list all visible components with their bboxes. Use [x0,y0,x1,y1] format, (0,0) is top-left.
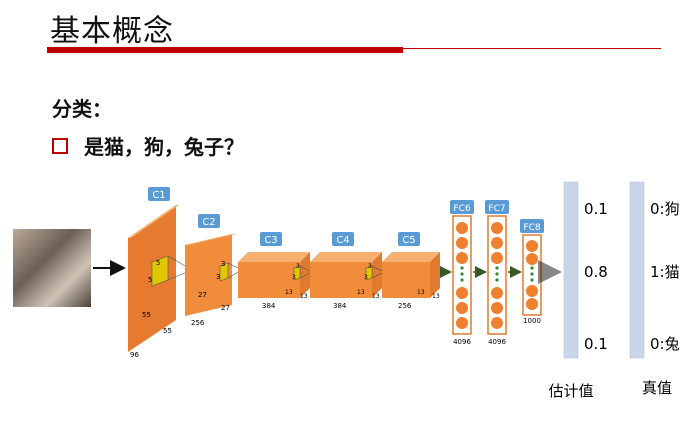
truth-bar: 0:狗 1:猫 0:兔 真值 [629,181,680,397]
conv-layer-c3: C3 3 3 13 13 384 [238,232,313,310]
svg-text:FC8: FC8 [523,223,540,233]
svg-text:13: 13 [285,289,293,296]
estimate-rabbit: 0.1 [584,335,608,353]
question-line: 是猫，狗，兔子？ [52,131,244,160]
svg-text:55: 55 [142,311,151,319]
fc-layer-fc8: FC8 1000 [520,219,544,325]
svg-text:13: 13 [432,293,440,300]
svg-text:13: 13 [300,293,308,300]
svg-text:C5: C5 [402,235,415,246]
conv-layer-c4: C4 3 3 13 13 384 [310,232,385,310]
svg-text:C3: C3 [264,235,277,246]
svg-text:FC6: FC6 [453,204,470,214]
svg-text:3: 3 [216,273,220,281]
svg-text:C4: C4 [336,235,349,246]
fc-layer-fc6: FC6 4096 [450,200,474,346]
svg-text:3: 3 [296,263,300,270]
input-cat-image [13,229,91,307]
svg-text:55: 55 [163,327,172,335]
tag-c2 [198,214,220,228]
svg-text:384: 384 [262,302,276,310]
svg-text:3: 3 [368,263,372,270]
conv-layer-c2: C2 3 3 27 27 256 [185,214,243,327]
svg-text:96: 96 [130,351,139,359]
truth-cat: 1:猫 [650,263,680,281]
truth-label: 真值 [642,379,672,397]
svg-text:3: 3 [221,260,225,268]
svg-text:13: 13 [372,293,380,300]
title-rule [403,48,661,49]
svg-text:4096: 4096 [488,338,506,346]
truth-dog: 0:狗 [650,200,680,218]
svg-text:27: 27 [198,291,207,299]
svg-text:384: 384 [333,302,347,310]
svg-text:256: 256 [191,319,205,327]
tag-c4 [332,232,354,246]
svg-text:4096: 4096 [453,338,471,346]
question-text: 是猫，狗，兔子？ [84,135,244,159]
svg-text:13: 13 [417,289,425,296]
estimate-cat: 0.8 [584,263,608,281]
slide-title: 基本概念 [50,14,174,49]
truth-rabbit: 0:兔 [650,335,680,353]
svg-text:FC7: FC7 [488,204,505,214]
checkbox-icon [52,137,68,154]
estimate-bar: 0.1 0.8 0.1 估计值 [548,181,608,400]
svg-text:C2: C2 [202,217,215,228]
title-underline [47,47,403,53]
tag-c1 [148,187,170,201]
estimate-dog: 0.1 [584,200,608,218]
svg-text:3: 3 [364,274,368,281]
tag-c5 [398,232,420,246]
conv-layer-c1: C1 5 5 55 55 96 [128,187,193,359]
svg-text:5: 5 [148,276,152,284]
svg-text:C1: C1 [152,190,165,201]
conv-layer-c5: C5 13 13 256 [382,232,440,310]
fc-layer-fc7: FC7 4096 [485,200,509,346]
tag-c3 [260,232,282,246]
estimate-label: 估计值 [548,382,593,400]
svg-text:1000: 1000 [523,317,541,325]
svg-text:5: 5 [156,259,160,267]
svg-text:27: 27 [221,304,230,312]
svg-text:13: 13 [357,289,365,296]
svg-text:256: 256 [398,302,412,310]
classification-heading: 分类： [52,97,112,121]
svg-text:3: 3 [292,274,296,281]
